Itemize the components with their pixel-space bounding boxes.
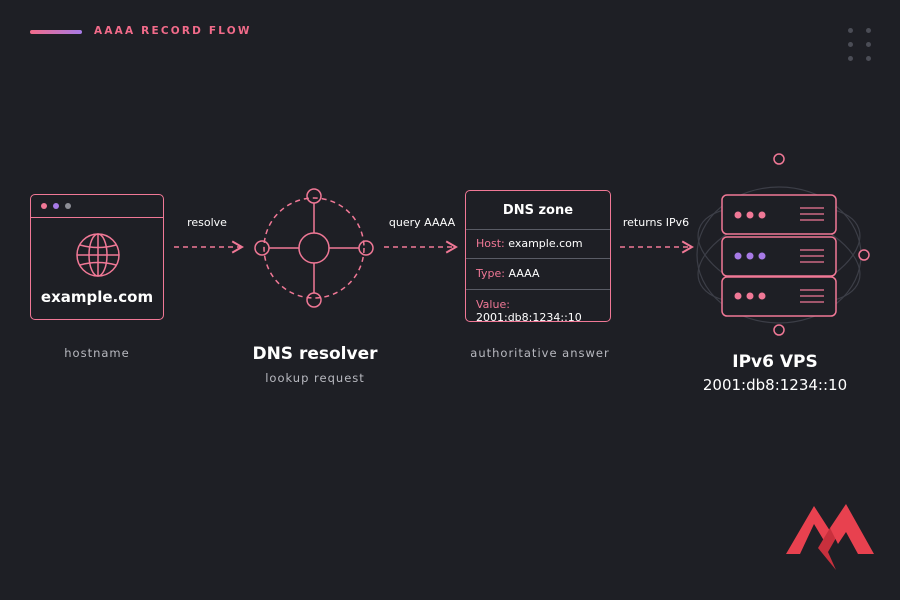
zone-divider [466, 229, 610, 230]
window-dot-icon [65, 203, 71, 209]
vps-title: IPv6 VPS [732, 352, 818, 372]
window-titlebar-divider [31, 217, 163, 218]
zone-row-value: example.com [508, 237, 583, 250]
zone-row-value: 2001:db8:1234::10 [476, 311, 582, 324]
arrow-label-resolve: resolve [187, 216, 227, 229]
zone-row-key: Value: [476, 298, 510, 311]
resolver-title: DNS resolver [252, 344, 378, 364]
zone-row-type: Type: AAAA [476, 267, 610, 280]
vps-address: 2001:db8:1234::10 [702, 376, 848, 394]
globe-icon [76, 233, 120, 277]
dot-grid-icon [844, 24, 878, 64]
brand-logo-icon [786, 504, 874, 570]
window-dot-icon [41, 203, 47, 209]
zone-row-key: Type: [476, 267, 505, 280]
arrow-label-query: query AAAA [388, 216, 456, 229]
browser-caption: hostname [64, 346, 130, 360]
zone-row-host: Host: example.com [476, 237, 610, 250]
server-rack-icon [696, 153, 870, 336]
zone-divider [466, 258, 610, 259]
network-node-icon [254, 188, 374, 308]
zone-row-value: AAAA [508, 267, 540, 280]
browser-domain: example.com [40, 288, 154, 306]
zone-row-value: Value: 2001:db8:1234::10 [476, 298, 610, 324]
zone-caption: authoritative answer [470, 346, 610, 360]
zone-title: DNS zone [502, 203, 574, 218]
zone-row-key: Host: [476, 237, 505, 250]
header-label: AAAA RECORD FLOW [94, 25, 252, 37]
header-accent-bar [30, 30, 82, 34]
resolver-caption: lookup request [265, 371, 365, 385]
arrow-label-returns: returns IPv6 [622, 216, 690, 229]
dns-zone-card: DNS zone Host: example.com Type: AAAA Va… [465, 190, 611, 324]
zone-divider [466, 289, 610, 290]
window-dot-icon [53, 203, 59, 209]
browser-window: example.com [30, 194, 164, 320]
